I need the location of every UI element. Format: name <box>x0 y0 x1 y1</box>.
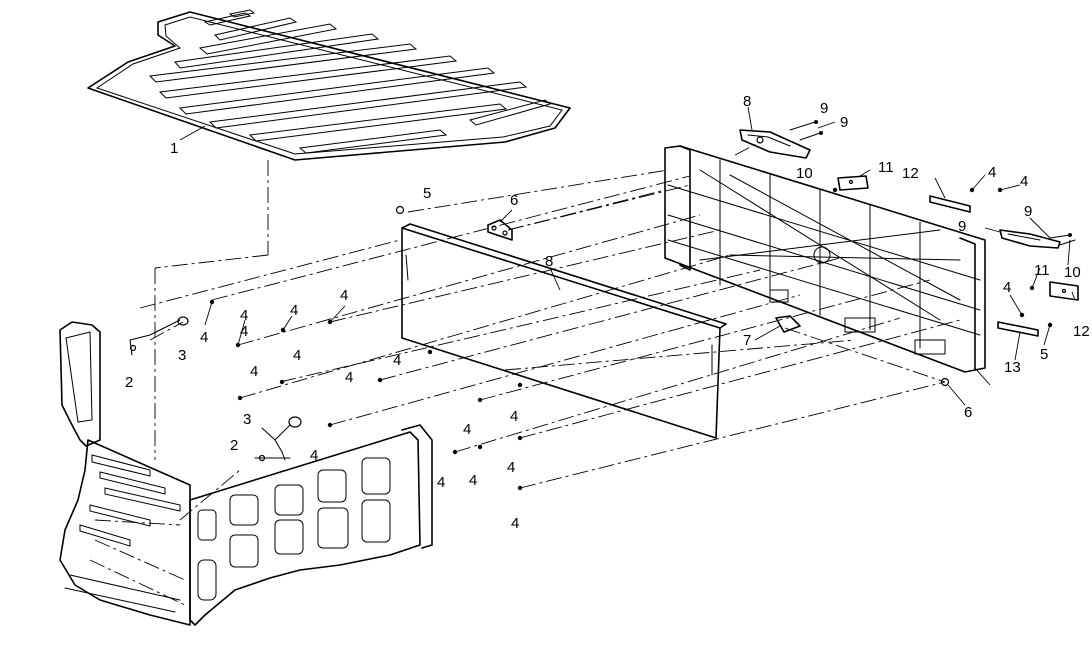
leader-line <box>179 469 241 521</box>
callout-4: 4 <box>345 369 353 386</box>
callout-4: 4 <box>463 421 471 438</box>
callout-11: 12 <box>1073 323 1090 340</box>
callout-9: 9 <box>840 114 848 131</box>
callout-4: 4 <box>1003 279 1011 296</box>
callout-11: 11 <box>878 159 894 176</box>
plate-part-11-right <box>1049 281 1079 301</box>
truck-bed-side-part <box>59 321 433 626</box>
callout-9: 10 <box>1064 264 1081 281</box>
callout-5: 6 <box>964 404 972 421</box>
fastener-dots <box>209 187 1053 491</box>
callout-9: 9 <box>820 100 828 117</box>
callout-2: 2 <box>230 437 238 454</box>
tailgate-outer-panel-part <box>401 223 727 439</box>
callout-pointers <box>179 106 1076 406</box>
callout-1: 1 <box>170 140 178 157</box>
callout-4: 4 <box>293 347 301 364</box>
callout-10: 11 <box>1034 262 1050 279</box>
callout-4: 4 <box>393 352 401 369</box>
callout-4: 4 <box>240 307 248 324</box>
wire-harness-part-3-top <box>129 316 189 341</box>
callout-4: 4 <box>988 164 996 181</box>
fastener-part-2-bottom <box>254 454 291 462</box>
latch-part-8-top <box>739 129 811 159</box>
wire-harness-part-3-bottom <box>261 416 302 461</box>
callout-6: 6 <box>510 192 518 209</box>
callout-7: 8 <box>545 253 553 270</box>
callout-10: 10 <box>796 165 813 182</box>
bolt-part-9 <box>789 120 1076 246</box>
callout-5: 5 <box>423 185 431 202</box>
callout-4: 4 <box>1020 173 1028 190</box>
callout-9: 9 <box>1024 203 1032 220</box>
leader-line <box>94 539 186 581</box>
callout-4: 4 <box>437 474 445 491</box>
callout-3: 3 <box>178 347 186 364</box>
callout-4: 4 <box>240 323 248 340</box>
callout-8: 9 <box>958 218 966 235</box>
callout-4: 4 <box>340 287 348 304</box>
leader-line <box>154 254 269 269</box>
bracket-part-6-top <box>487 219 513 241</box>
bed-mat-part <box>87 9 571 161</box>
bracket-part-12-right <box>997 321 1039 337</box>
leader-line <box>94 519 181 526</box>
callout-4: 4 <box>200 329 208 346</box>
tailgate-inner-frame-part <box>664 145 986 373</box>
callout-8: 8 <box>743 93 751 110</box>
leader-lines-group <box>139 141 961 489</box>
callout-4: 4 <box>290 302 298 319</box>
callout-4: 5 <box>1040 346 1048 363</box>
callout-4: 4 <box>250 363 258 380</box>
bracket-part-6-bottom <box>775 315 801 333</box>
callout-3: 3 <box>243 411 251 428</box>
leader-line <box>89 559 186 606</box>
callout-4: 4 <box>310 447 318 464</box>
callout-6: 7 <box>743 332 751 349</box>
callout-labels: 1 2 2 3 3 4 4 4 4 4 4 4 4 4 4 4 4 4 4 4 … <box>125 93 1090 532</box>
plate-part-11-top <box>837 175 869 191</box>
callout-4: 4 <box>469 472 477 489</box>
latch-part-8-right <box>999 229 1061 249</box>
callout-12: 13 <box>1004 359 1021 376</box>
callout-4: 4 <box>510 408 518 425</box>
fastener-part-2-top <box>129 339 137 356</box>
callout-4: 4 <box>511 515 519 532</box>
callout-2: 2 <box>125 374 133 391</box>
callout-12: 12 <box>902 165 919 182</box>
bracket-part-12-top <box>929 195 971 213</box>
callout-4: 4 <box>507 459 515 476</box>
